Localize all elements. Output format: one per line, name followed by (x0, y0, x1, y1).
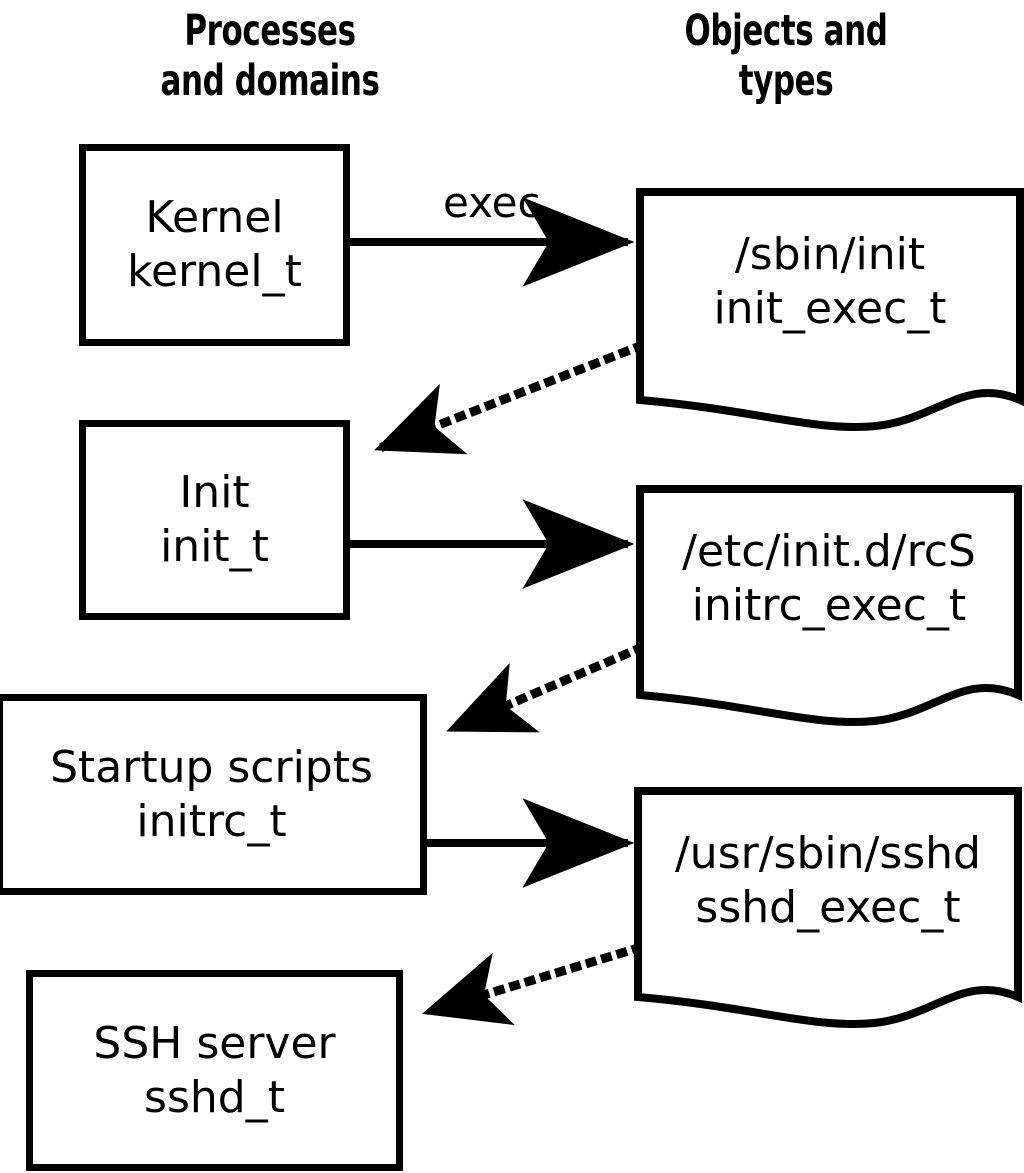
process-node-sshd-type: sshd_t (144, 1071, 285, 1123)
process-node-initrc[interactable]: Startup scripts initrc_t (0, 694, 427, 895)
column-header-processes: Processes and domains (54, 6, 486, 106)
column-header-objects: Objects and types (570, 6, 1002, 106)
edge-label-exec: exec (443, 178, 541, 227)
process-node-kernel-name: Kernel (145, 192, 284, 243)
object-node-sshd_exec[interactable]: /usr/sbin/sshd sshd_exec_t (634, 787, 1022, 1033)
process-node-kernel[interactable]: Kernel kernel_t (79, 144, 350, 346)
process-node-initrc-name: Startup scripts (50, 741, 373, 793)
document-shape-icon (636, 188, 1024, 432)
object-node-init_exec[interactable]: /sbin/init init_exec_t (636, 188, 1024, 436)
process-node-init-type: init_t (160, 521, 269, 572)
column-header-processes-line1: Processes (184, 6, 356, 56)
process-node-sshd-name: SSH server (93, 1017, 336, 1069)
edge-initrc_exec-transition-initrc (446, 642, 646, 735)
object-node-initrc_exec[interactable]: /etc/init.d/rcS initrc_exec_t (636, 485, 1022, 731)
process-node-initrc-type: initrc_t (136, 795, 287, 847)
document-shape-icon (636, 485, 1022, 727)
column-header-processes-line2: and domains (160, 56, 380, 106)
process-node-init[interactable]: Init init_t (79, 420, 350, 620)
document-shape-icon (634, 787, 1022, 1029)
edge-sshd_exec-transition-sshd (421, 942, 644, 1026)
column-header-objects-line1: Objects and (684, 6, 888, 56)
edge-init_exec-transition-init (374, 340, 646, 455)
process-node-kernel-type: kernel_t (127, 246, 302, 297)
process-node-init-name: Init (179, 467, 250, 518)
column-header-objects-line2: types (738, 56, 834, 106)
process-node-sshd[interactable]: SSH server sshd_t (26, 970, 403, 1171)
